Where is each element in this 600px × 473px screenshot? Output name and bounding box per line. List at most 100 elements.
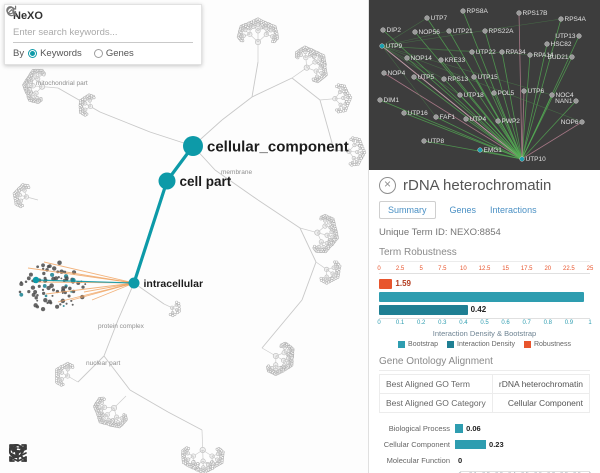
network-node-UTP6[interactable]: UTP6 bbox=[521, 88, 545, 95]
network-node-UTP10[interactable]: UTP10 bbox=[519, 156, 547, 163]
expand-tree-button[interactable] bbox=[10, 441, 159, 468]
network-node-KRE33[interactable]: KRE33 bbox=[438, 57, 466, 64]
svg-text:NOC4: NOC4 bbox=[556, 92, 574, 99]
network-node-NOP14[interactable]: NOP14 bbox=[404, 55, 433, 62]
svg-text:POL5: POL5 bbox=[498, 90, 515, 97]
svg-text:RPS17B: RPS17B bbox=[523, 10, 548, 17]
legend-interaction-density: Interaction Density bbox=[447, 341, 515, 348]
radio-keywords-circle[interactable] bbox=[28, 49, 38, 58]
go-alignment-table: Best Aligned GO Term rDNA heterochromati… bbox=[379, 374, 591, 413]
network-node-PWP2[interactable]: PWP2 bbox=[495, 118, 521, 125]
svg-text:NOP14: NOP14 bbox=[411, 55, 433, 62]
radio-keywords[interactable]: Keywords bbox=[28, 48, 82, 59]
network-node-UTP7[interactable]: UTP7 bbox=[424, 15, 448, 22]
network-node-RPS22A[interactable]: RPS22A bbox=[482, 28, 515, 35]
network-node-RPS4A[interactable]: RPS4A bbox=[558, 16, 587, 23]
tab-genes[interactable]: Genes bbox=[449, 205, 477, 215]
svg-text:cell part: cell part bbox=[180, 174, 232, 189]
reset-icon[interactable] bbox=[6, 5, 175, 40]
close-icon[interactable]: × bbox=[379, 177, 396, 194]
tree-node-label[interactable]: mitochondrial part bbox=[36, 80, 88, 87]
network-node-DIP2[interactable]: DIP2 bbox=[380, 27, 402, 34]
search-icon[interactable] bbox=[6, 6, 157, 40]
app-title: NeXO bbox=[13, 10, 43, 22]
network-node-NAN1[interactable]: NAN1 bbox=[555, 98, 579, 105]
search-bar bbox=[6, 5, 193, 43]
network-node-EMG1[interactable]: EMG1 bbox=[477, 147, 503, 154]
tree-node-label[interactable]: protein complex bbox=[98, 323, 145, 330]
svg-text:BUD21: BUD21 bbox=[548, 54, 569, 61]
svg-text:UTP16: UTP16 bbox=[408, 110, 429, 117]
layers-button[interactable] bbox=[9, 441, 200, 468]
svg-text:UTP10: UTP10 bbox=[526, 156, 547, 163]
tree-node-cellular-component[interactable]: cellular_component bbox=[183, 136, 349, 156]
fit-view-button[interactable] bbox=[9, 441, 118, 468]
radio-genes-label: Genes bbox=[105, 48, 134, 59]
network-node-RPA34[interactable]: RPA34 bbox=[499, 49, 526, 56]
legend-robustness-label: Robustness bbox=[533, 341, 571, 348]
network-node-UTP4[interactable]: UTP4 bbox=[463, 116, 487, 123]
network-node-UTP21[interactable]: UTP21 bbox=[446, 28, 474, 35]
network-node-UTP22[interactable]: UTP22 bbox=[469, 49, 496, 56]
svg-text:RPA34: RPA34 bbox=[506, 49, 526, 56]
svg-text:UTP5: UTP5 bbox=[418, 74, 435, 81]
radio-genes[interactable]: Genes bbox=[93, 48, 134, 59]
network-node-RPS8A[interactable]: RPS8A bbox=[460, 8, 489, 15]
svg-text:DIP2: DIP2 bbox=[387, 27, 402, 34]
radio-genes-circle[interactable] bbox=[93, 49, 103, 58]
network-node-RPA14[interactable]: RPA14 bbox=[527, 52, 554, 59]
network-node-POL5[interactable]: POL5 bbox=[491, 90, 515, 97]
network-node-RPS13[interactable]: RPS13 bbox=[441, 76, 469, 83]
network-node-NOP4[interactable]: NOP4 bbox=[381, 70, 406, 77]
network-node-BUD21[interactable]: BUD21 bbox=[548, 54, 575, 61]
go-term-label: Best Aligned GO Term bbox=[379, 374, 493, 394]
tree-node-intracellular[interactable]: intracellular bbox=[128, 277, 204, 290]
network-node-UTP18[interactable]: UTP18 bbox=[457, 92, 485, 99]
network-node-FAF1[interactable]: FAF1 bbox=[433, 114, 456, 121]
network-node-UTP5[interactable]: UTP5 bbox=[411, 74, 435, 81]
unique-term-id: Unique Term ID: NEXO:8854 bbox=[379, 227, 590, 238]
network-node-DIM1[interactable]: DIM1 bbox=[377, 97, 400, 104]
unique-term-id-value: NEXO:8854 bbox=[450, 227, 501, 238]
network-node-UTP15[interactable]: UTP15 bbox=[471, 74, 498, 81]
svg-text:UTP21: UTP21 bbox=[453, 28, 474, 35]
network-node-UTP8[interactable]: UTP8 bbox=[421, 138, 445, 145]
robustness-bar-bootstrap bbox=[379, 290, 590, 303]
svg-text:UTP7: UTP7 bbox=[431, 15, 448, 22]
network-node-UTP9[interactable]: UTP9 bbox=[379, 43, 403, 50]
network-node-UTP13[interactable]: UTP13 bbox=[555, 33, 582, 40]
robustness-bar-interaction-density: 0.42 bbox=[379, 303, 590, 316]
svg-text:RPS13: RPS13 bbox=[448, 76, 469, 83]
network-node-UTP16[interactable]: UTP16 bbox=[401, 110, 429, 117]
svg-text:UTP18: UTP18 bbox=[464, 92, 485, 99]
section-term-robustness: Term Robustness bbox=[379, 245, 590, 262]
network-node-NOP56[interactable]: NOP56 bbox=[412, 29, 441, 36]
tree-node-cell-part[interactable]: cell part bbox=[158, 172, 232, 190]
tree-toolbar bbox=[6, 441, 200, 468]
tab-summary[interactable]: Summary bbox=[379, 201, 436, 219]
network-node-NOP6[interactable]: NOP6 bbox=[561, 119, 585, 126]
network-node-HSC82[interactable]: HSC82 bbox=[544, 41, 572, 48]
network-node-RPS17B[interactable]: RPS17B bbox=[516, 10, 548, 17]
svg-text:PWP2: PWP2 bbox=[502, 118, 521, 125]
tab-interactions[interactable]: Interactions bbox=[490, 205, 537, 215]
tree-node-label[interactable]: nuclear part bbox=[86, 360, 121, 367]
svg-text:RPS22A: RPS22A bbox=[489, 28, 515, 35]
svg-text:UTP13: UTP13 bbox=[555, 33, 576, 40]
svg-text:NOP6: NOP6 bbox=[561, 119, 579, 126]
collapse-icon[interactable] bbox=[7, 9, 193, 40]
go-category-label: Best Aligned GO Category bbox=[379, 393, 493, 413]
robustness-swatch bbox=[523, 341, 531, 348]
search-input[interactable] bbox=[13, 27, 139, 38]
zoom-out-button[interactable] bbox=[8, 441, 77, 468]
tree-node-label[interactable]: membrane bbox=[221, 169, 252, 176]
network-node-NOC4[interactable]: NOC4 bbox=[549, 92, 574, 99]
